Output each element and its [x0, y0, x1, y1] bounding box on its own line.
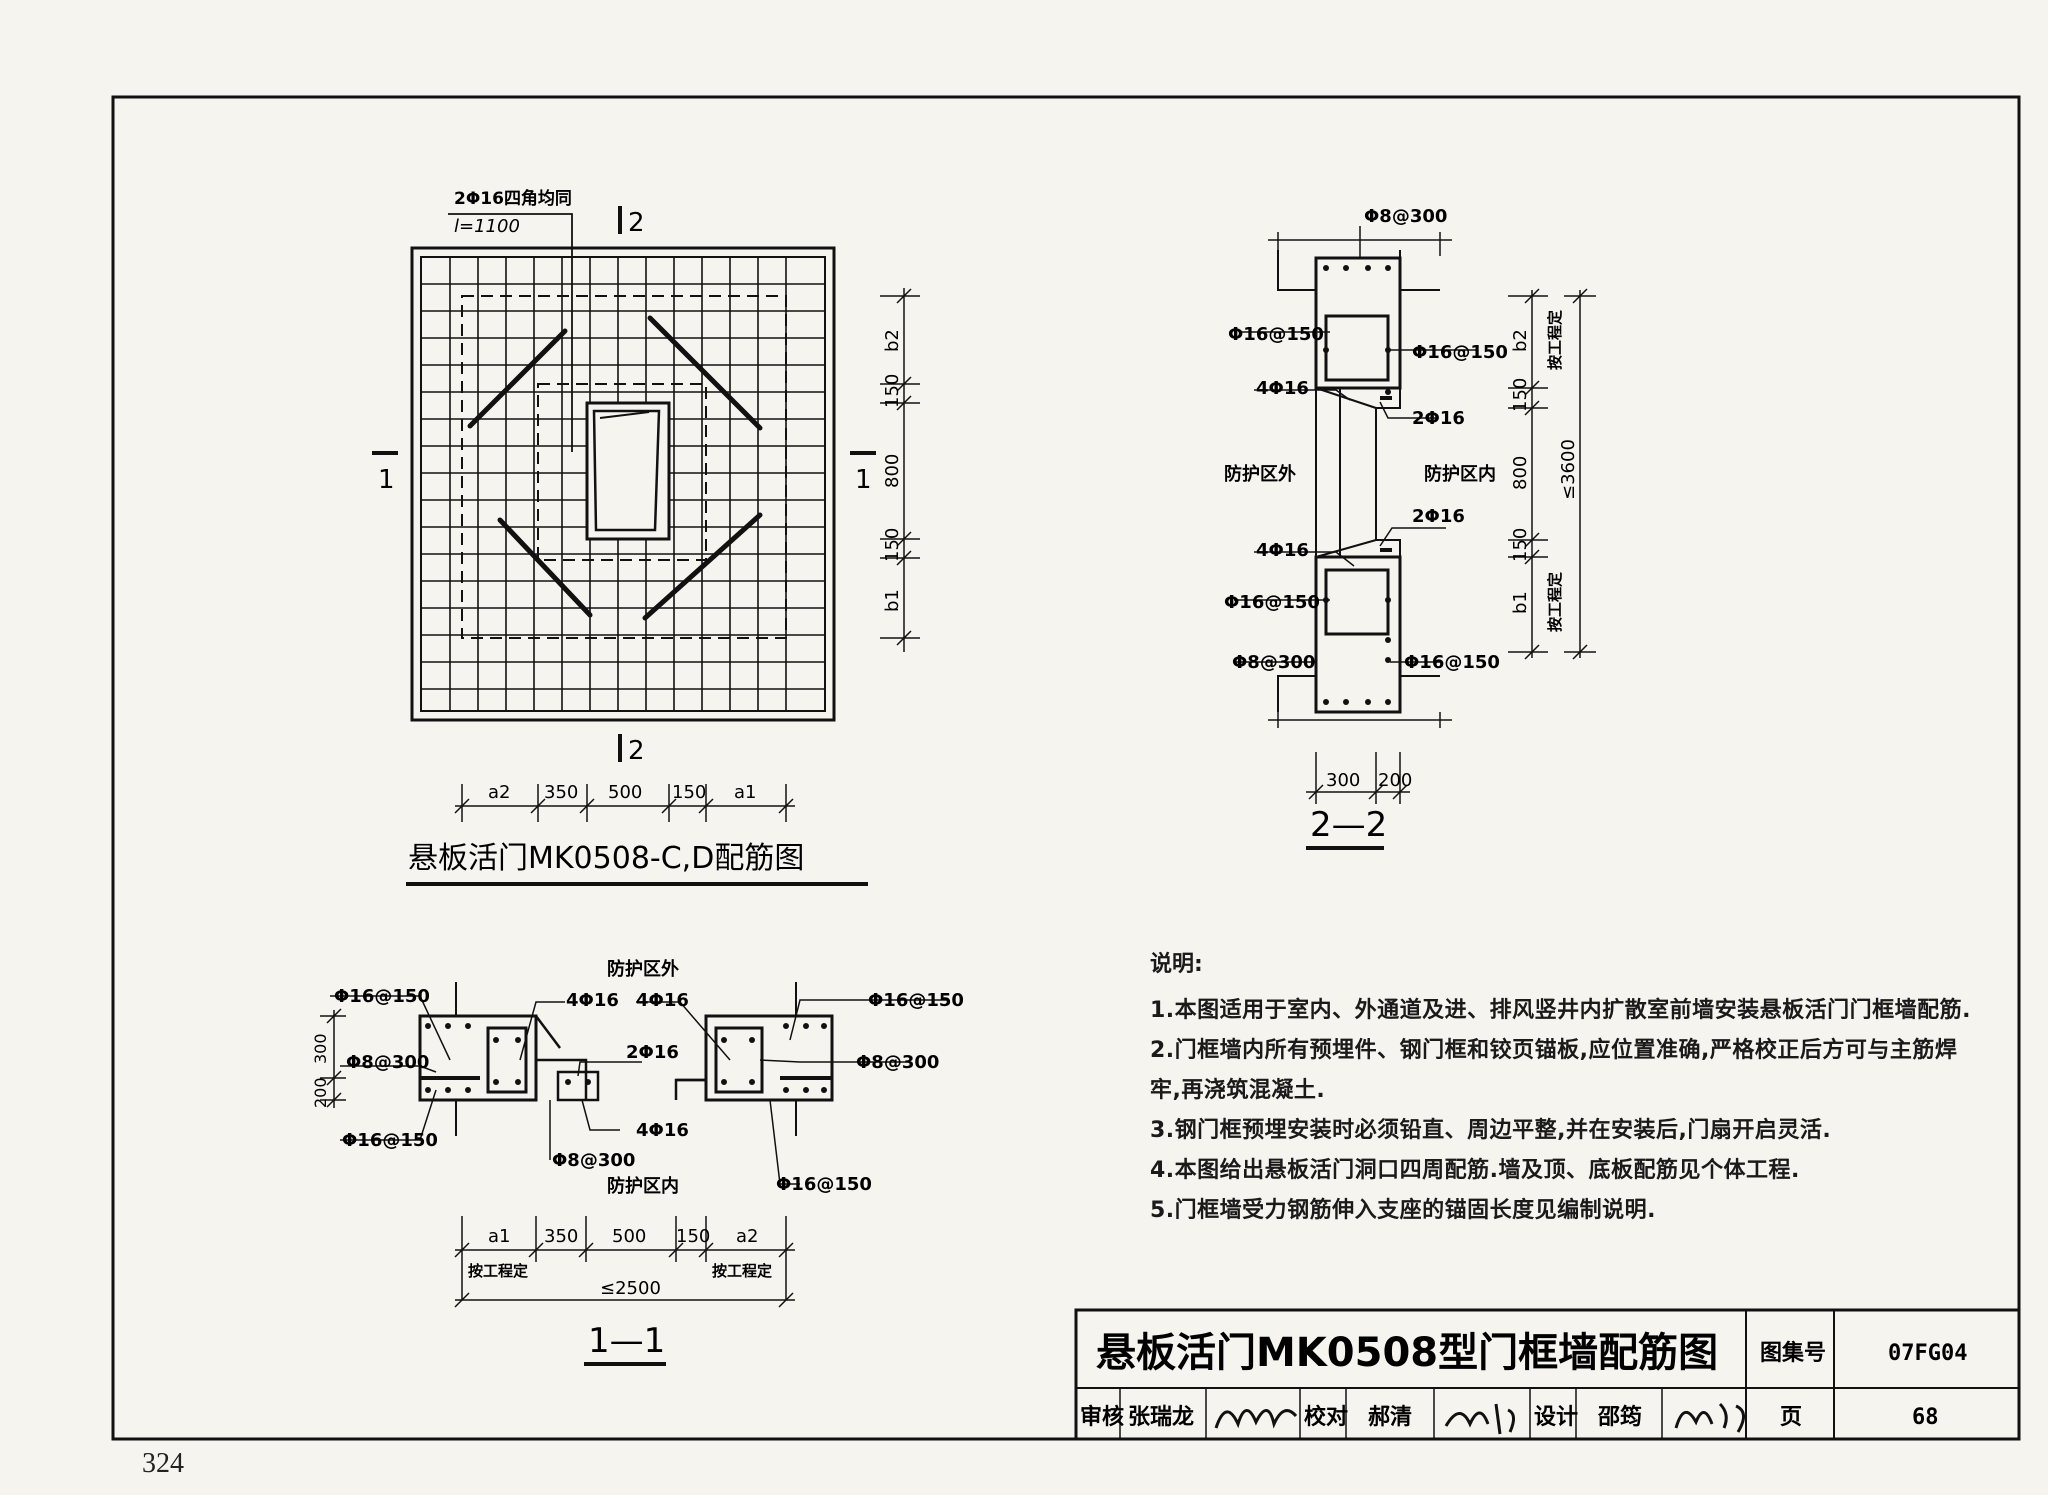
s22-dim-right-150b: 150 — [1510, 528, 1531, 562]
title-block: 悬板活门MK0508型门框墙配筋图 图集号 07FG04 审核 张瑞龙 校对 郝… — [1074, 1308, 2021, 1441]
s11-4phi16-c: 4Φ16 — [636, 1120, 689, 1141]
s11-phi8-300-left: Φ8@300 — [346, 1052, 429, 1073]
plan-section-mark-2-bottom: 2 — [628, 736, 645, 766]
s11-dim-left-300: 300 — [311, 1033, 330, 1064]
design-label: 设计 — [1534, 1405, 1578, 1430]
s11-dim-note-right: 按工程定 — [712, 1262, 772, 1280]
s11-dim-bottom-500: 500 — [612, 1226, 646, 1247]
s11-dim-bottom-350: 350 — [544, 1226, 578, 1247]
s11-dim-bottom-a2: a2 — [736, 1226, 758, 1247]
s22-phi8-300-top: Φ8@300 — [1364, 206, 1447, 227]
s11-phi16-150-left-bottom: Φ16@150 — [342, 1130, 438, 1151]
s11-inside: 防护区内 — [607, 1175, 679, 1197]
plan-section-mark-2-top: 2 — [628, 208, 645, 238]
s22-2phi16-bottom: 2Φ16 — [1412, 506, 1465, 527]
s11-2phi16: 2Φ16 — [626, 1042, 679, 1063]
s22-outside: 防护区外 — [1224, 463, 1296, 485]
s11-phi16-150-left-top: Φ16@150 — [334, 986, 430, 1007]
plan-dim-right-b1: b1 — [882, 589, 903, 612]
s11-title: 1—1 — [588, 1321, 665, 1361]
s11-outside: 防护区外 — [607, 958, 679, 980]
s22-dim-total: ≤3600 — [1558, 439, 1579, 500]
s11-4phi16-a: 4Φ16 — [566, 990, 619, 1011]
notes-title: 说明: — [1150, 952, 1203, 977]
checker-signature — [1444, 1403, 1515, 1435]
s22-dim-right-b1: b1 — [1510, 591, 1531, 614]
s22-dim-bottom-200: 200 — [1378, 770, 1412, 791]
s22-phi16-150-left-bottom: Φ16@150 — [1224, 592, 1320, 613]
plan-dim-right-b2: b2 — [882, 329, 903, 352]
note-item: 1.本图适用于室内、外通道及进、排风竖井内扩散室前墙安装悬板活门门框墙配筋. — [1150, 998, 1972, 1023]
reviewer-name: 张瑞龙 — [1128, 1405, 1194, 1430]
s22-phi8-300-bottom: Φ8@300 — [1232, 652, 1315, 673]
drawing-title: 悬板活门MK0508型门框墙配筋图 — [1096, 1330, 1718, 1376]
review-label: 审核 — [1080, 1404, 1124, 1430]
s22-4phi16-bottom: 4Φ16 — [1256, 540, 1309, 561]
note-item: 5.门框墙受力钢筋伸入支座的锚固长度见编制说明. — [1150, 1198, 1657, 1223]
s11-phi8-300-bottom: Φ8@300 — [552, 1150, 635, 1171]
plan-rebar-note-2: l=1100 — [454, 216, 520, 237]
designer-name: 邵筠 — [1597, 1404, 1642, 1430]
plan-dim-bottom-a1: a1 — [734, 782, 756, 803]
s22-dim-right-150a: 150 — [1510, 378, 1531, 412]
plan-dim-bottom-350: 350 — [544, 782, 578, 803]
designer-signature — [1674, 1402, 1745, 1433]
s22-phi16-150-right-bottom: Φ16@150 — [1404, 652, 1500, 673]
s11-dim-bottom-150: 150 — [676, 1226, 710, 1247]
s22-dim-right-b2: b2 — [1510, 329, 1531, 352]
s11-phi16-150-right-bottom: Φ16@150 — [776, 1174, 872, 1195]
plan-dim-bottom-150: 150 — [672, 782, 706, 803]
checker-name: 郝清 — [1368, 1404, 1412, 1430]
plan-dim-bottom-a2: a2 — [488, 782, 510, 803]
sheet-page-number: 68 — [1912, 1405, 1939, 1430]
section-1-1: 防护区外 Φ16@150 4Φ16 4Φ16 Φ16@150 2Φ16 Φ8@3… — [311, 958, 964, 1366]
s11-phi8-300-right: Φ8@300 — [856, 1052, 939, 1073]
s11-phi16-150-right-top: Φ16@150 — [868, 990, 964, 1011]
book-page-number: 324 — [142, 1448, 184, 1479]
s22-dim-bottom-300: 300 — [1326, 770, 1360, 791]
plan-dim-bottom-500: 500 — [608, 782, 642, 803]
note-item: 4.本图给出悬板活门洞口四周配筋.墙及顶、底板配筋见个体工程. — [1150, 1158, 1800, 1183]
s22-dim-right-800: 800 — [1510, 456, 1531, 490]
s22-phi16-150-left-top: Φ16@150 — [1228, 324, 1324, 345]
plan-section-mark-1-left: 1 — [378, 465, 395, 495]
note-item: 牢,再浇筑混凝土. — [1150, 1078, 1326, 1103]
page-label: 页 — [1780, 1405, 1802, 1430]
reviewer-signature — [1214, 1409, 1298, 1429]
plan-view-title: 悬板活门MK0508-C,D配筋图 — [408, 841, 804, 876]
atlas-number: 07FG04 — [1888, 1341, 1967, 1366]
plan-section-mark-1-right: 1 — [855, 465, 872, 495]
plan-view: 2Φ16四角均同 l=1100 1 1 2 2 b2 150 800 150 b… — [372, 188, 920, 886]
plan-rebar-note-1: 2Φ16四角均同 — [454, 188, 572, 209]
s11-dim-bottom-a1: a1 — [488, 1226, 510, 1247]
s11-dim-total: ≤2500 — [600, 1278, 661, 1299]
s22-2phi16-top: 2Φ16 — [1412, 408, 1465, 429]
drawing-frame — [111, 95, 2021, 1441]
s22-title: 2—2 — [1310, 805, 1387, 845]
s22-dim-note-bottom: 按工程定 — [1546, 572, 1564, 632]
plan-dim-right-150b: 150 — [882, 528, 903, 562]
plan-dim-right-150a: 150 — [882, 374, 903, 408]
note-item: 2.门框墙内所有预埋件、钢门框和铰页锚板,应位置准确,严格校正后方可与主筋焊 — [1150, 1038, 1958, 1063]
atlas-label: 图集号 — [1760, 1340, 1826, 1366]
s11-4phi16-b: 4Φ16 — [636, 990, 689, 1011]
s22-dim-note-top: 按工程定 — [1546, 310, 1564, 370]
s11-dim-left-200: 200 — [311, 1077, 330, 1108]
s22-4phi16-top: 4Φ16 — [1256, 378, 1309, 399]
check-label: 校对 — [1304, 1404, 1348, 1430]
plan-dim-right-800: 800 — [882, 454, 903, 488]
section-2-2: Φ8@300 Φ16@150 Φ16@150 4Φ16 2Φ16 防护区外 防护… — [1224, 206, 1596, 850]
note-item: 3.钢门框预埋安装时必须铅直、周边平整,并在安装后,门扇开启灵活. — [1150, 1118, 1832, 1143]
s22-phi16-150-right-top: Φ16@150 — [1412, 342, 1508, 363]
s22-inside: 防护区内 — [1424, 463, 1496, 485]
s11-dim-note-left: 按工程定 — [468, 1262, 528, 1280]
